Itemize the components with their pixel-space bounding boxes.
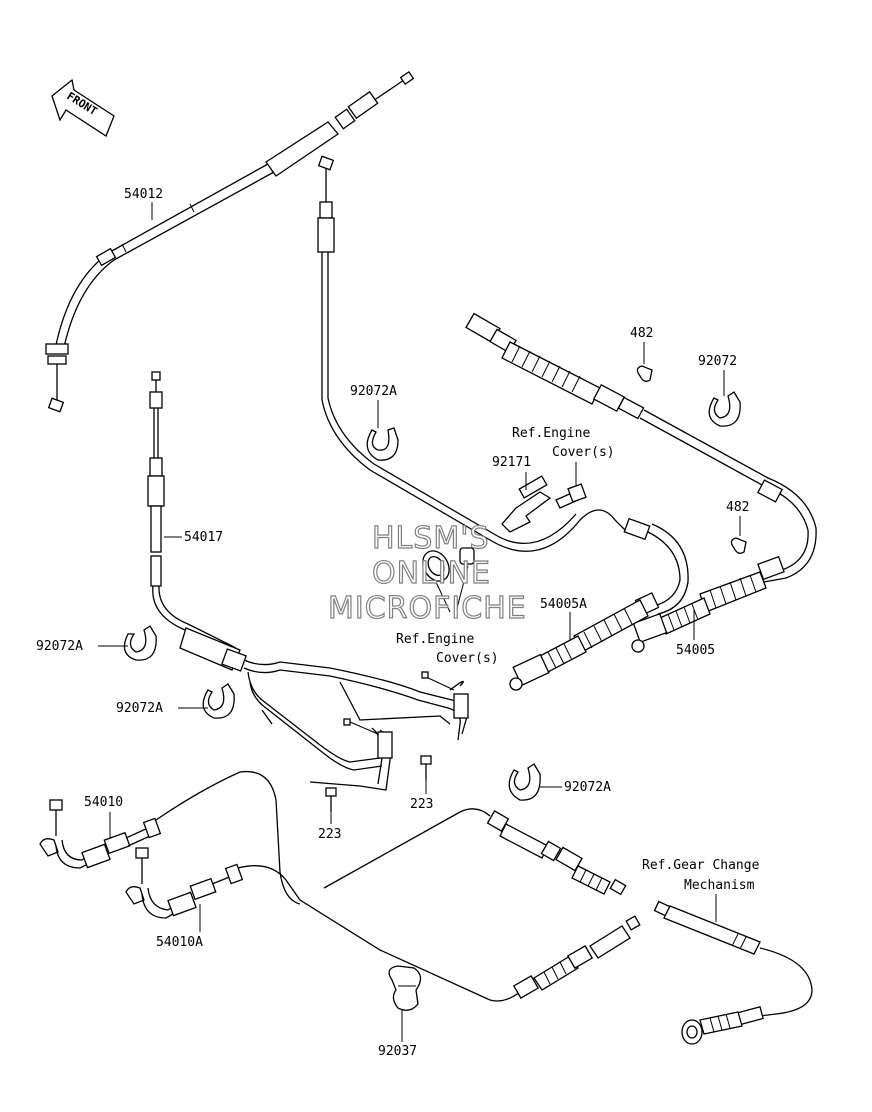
part-label-92072: 92072 [698,354,737,369]
cable-54010[interactable] [39,770,301,905]
part-label-482-lower: 482 [726,500,749,515]
part-label-92072A-left: 92072A [36,639,83,654]
collar-icon[interactable] [459,547,475,565]
part-label-482-upper: 482 [630,326,653,341]
part-label-92072A-lower-right: 92072A [564,780,611,795]
circlip-482-upper[interactable] [636,365,653,382]
clip-223-right[interactable] [420,755,432,780]
part-label-54005: 54005 [676,643,715,658]
cable-lower-center[interactable] [323,808,641,1002]
clamp-92072A-mid[interactable] [202,683,235,719]
part-label-92072A-upper: 92072A [350,384,397,399]
bracket-92171[interactable] [501,475,552,533]
clamp-92072[interactable] [708,391,741,427]
watermark: HLSM'S ONLINE MICROFICHE [327,520,527,626]
part-label-54010: 54010 [84,795,123,810]
watermark-line-3: MICROFICHE [328,591,527,626]
clamp-92037[interactable] [388,965,422,1011]
part-label-54017: 54017 [184,530,223,545]
watermark-line-1: HLSM'S [372,521,490,556]
watermark-line-2: ONLINE [372,556,491,591]
bolt-icon[interactable] [555,483,587,509]
clutch-cable-54005A[interactable] [509,517,689,691]
clamp-92072A-upper[interactable] [366,427,399,461]
gear-change-rod[interactable] [653,900,813,1045]
part-label-54010A: 54010A [156,935,203,950]
cable-54017[interactable] [147,371,247,672]
ref-gear-change-line1: Ref.Gear Change [642,858,760,873]
part-label-223-right: 223 [410,797,433,812]
ref-engine-cover-2-line2: Cover(s) [436,651,499,666]
clamp-92072A-lower-right[interactable] [508,763,541,801]
ref-gear-change-line2: Mechanism [684,878,755,893]
cable-upper-center[interactable] [317,155,626,552]
ref-engine-cover-2-line1: Ref.Engine [396,632,474,647]
clutch-cable-54005[interactable] [465,312,817,653]
part-label-92037: 92037 [378,1044,417,1059]
part-label-92171: 92171 [492,455,531,470]
clamp-92072A-left[interactable] [123,625,157,661]
part-label-223-left: 223 [318,827,341,842]
oil-seal-icon[interactable] [418,546,455,586]
clip-223-left[interactable] [325,787,337,812]
cable-54010A[interactable] [125,847,491,1001]
part-label-92072A-mid: 92072A [116,701,163,716]
ref-engine-cover-1-line1: Ref.Engine [512,426,590,441]
part-label-54005A: 54005A [540,597,587,612]
throttle-cable-54012[interactable] [45,70,415,413]
ref-engine-cover-1-line2: Cover(s) [552,445,615,460]
cable-splitter-lines[interactable] [243,659,469,791]
part-label-54012: 54012 [124,187,163,202]
circlip-482-lower[interactable] [730,537,747,554]
front-arrow-icon: FRONT [51,78,115,137]
